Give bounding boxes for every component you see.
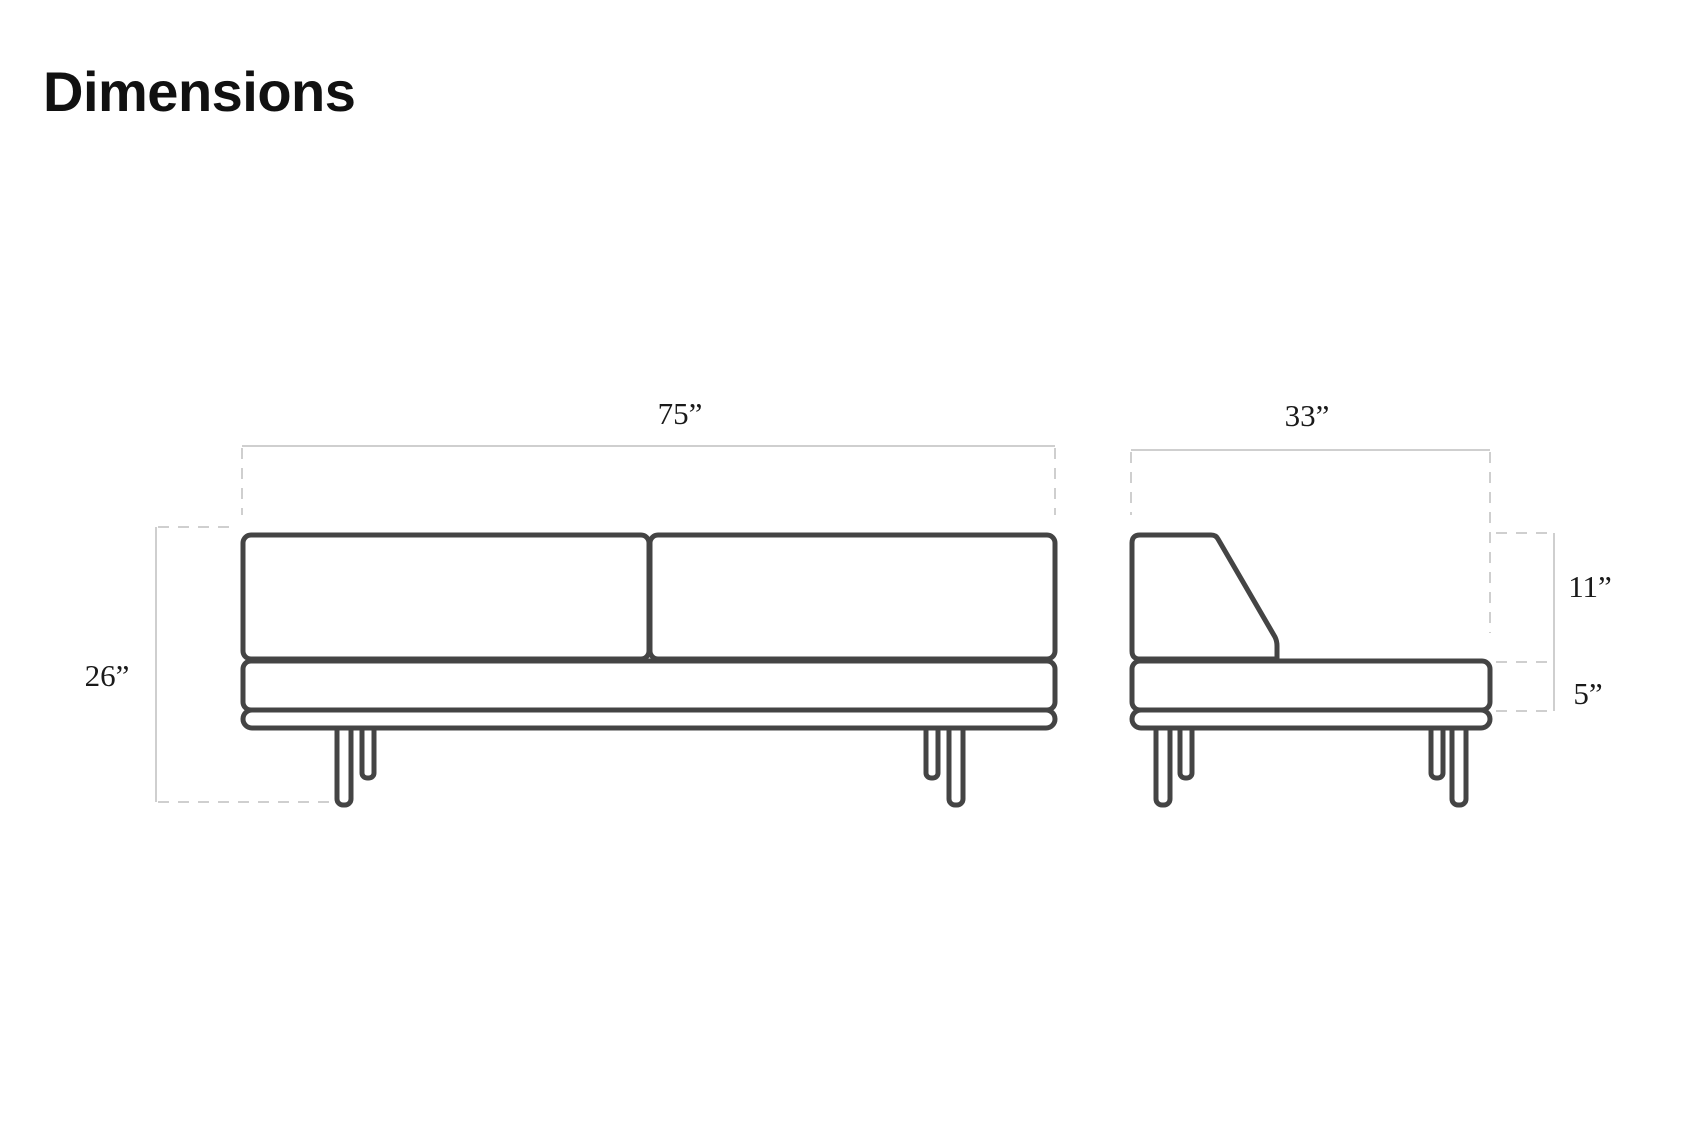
side-seat-cushion (1129, 658, 1493, 713)
side-leg-right (1449, 717, 1469, 808)
front-leg-right (946, 717, 966, 808)
side-depth-label: 33” (1285, 398, 1330, 433)
front-back-cushion-left (240, 532, 652, 662)
overall-height-dimension (155, 526, 332, 803)
overall-height-label: 26” (85, 658, 130, 693)
front-seat-cushion (240, 658, 1058, 713)
front-width-label: 75” (658, 396, 703, 431)
side-base-frame (1129, 707, 1493, 731)
seat-height-dimension (1496, 661, 1555, 712)
page-title: Dimensions (43, 60, 356, 123)
sofa-side-view (1129, 532, 1493, 808)
front-base-frame (240, 707, 1058, 731)
front-leg-left (334, 717, 354, 808)
side-depth-dimension (1130, 449, 1491, 633)
seat-height-label: 5” (1573, 676, 1602, 711)
side-back-cushion (1129, 532, 1280, 662)
back-height-label: 11” (1568, 569, 1612, 604)
front-width-dimension (241, 445, 1056, 515)
sofa-front-view (240, 532, 1058, 808)
side-leg-left (1153, 717, 1173, 808)
front-back-cushion-right (647, 532, 1058, 662)
back-height-dimension (1496, 532, 1555, 662)
